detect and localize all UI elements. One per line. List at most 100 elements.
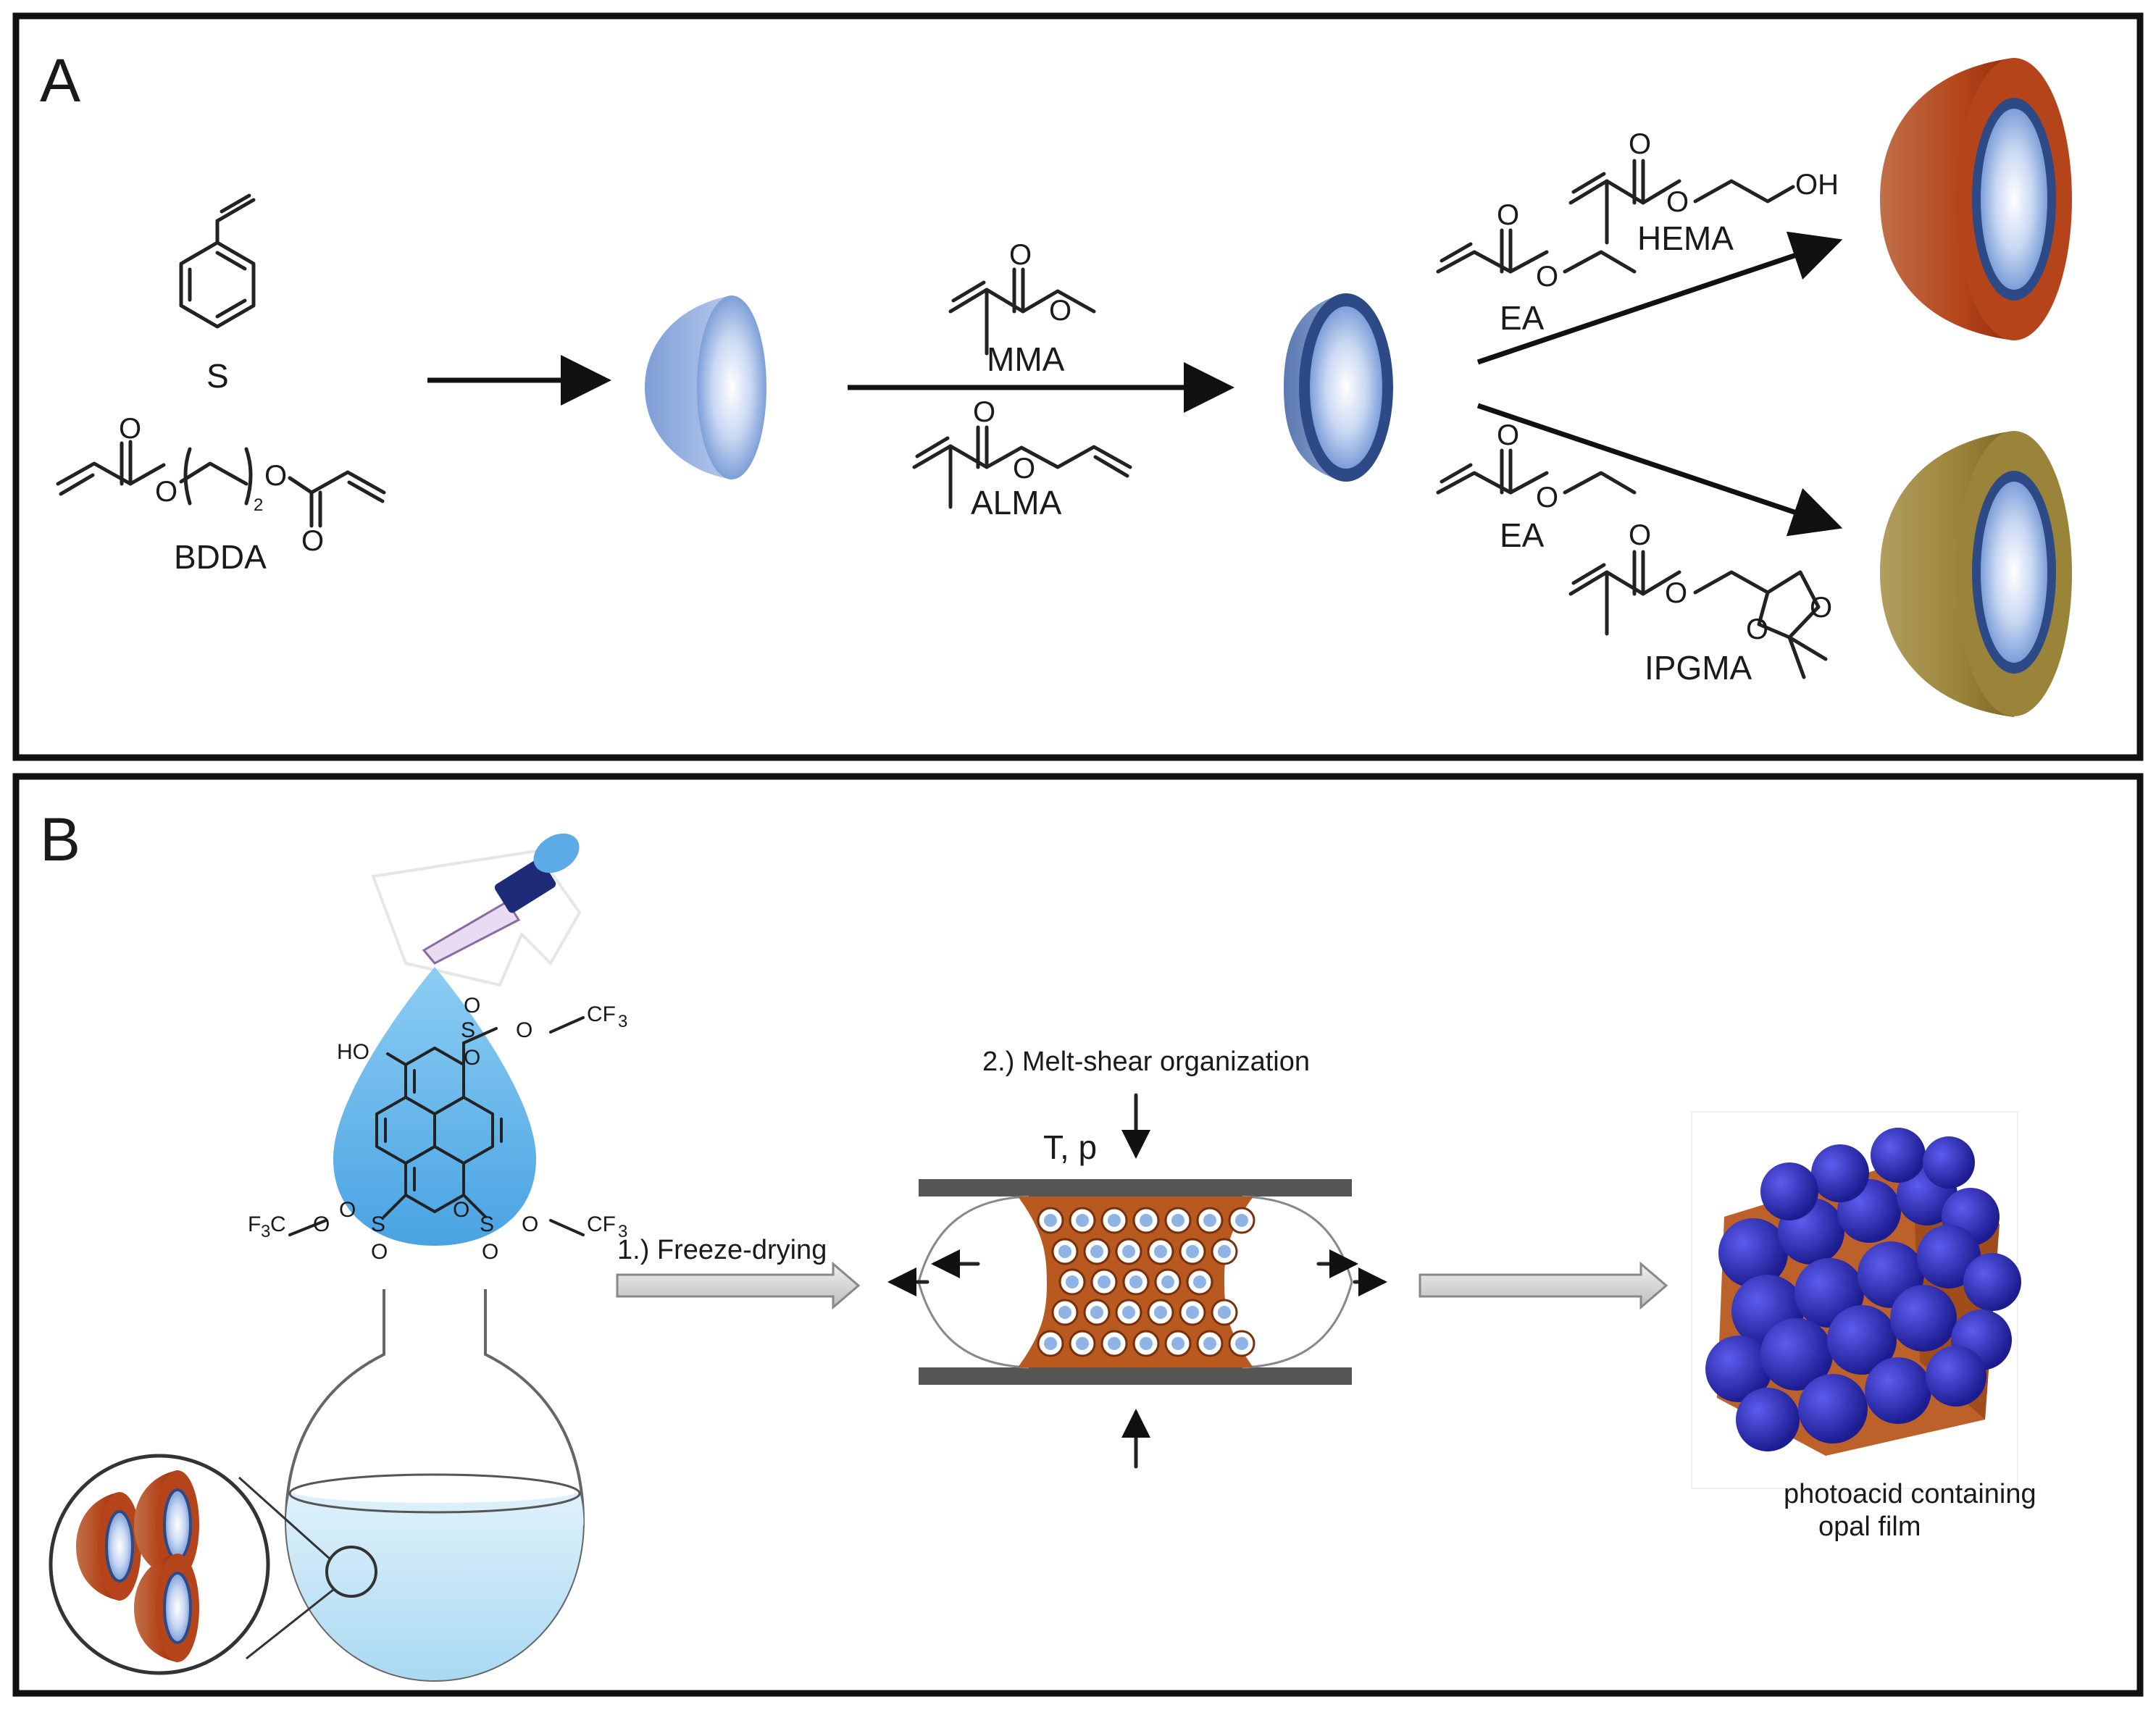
svg-text:O: O	[464, 994, 480, 1018]
svg-text:S: S	[461, 1018, 475, 1042]
opal-film: photoacid containing opal film	[1691, 1111, 2036, 1542]
opal-sphere	[1865, 1357, 1931, 1424]
svg-text:O: O	[1009, 239, 1032, 271]
press-particle	[1164, 1330, 1192, 1357]
step2-label: 2.) Melt-shear organization	[982, 1047, 1310, 1077]
svg-text:O: O	[1536, 482, 1558, 514]
svg-text:CF: CF	[587, 1002, 616, 1026]
arrow-icon	[1418, 1261, 1668, 1310]
press-particle	[1147, 1238, 1174, 1265]
step1-label: 1.) Freeze-drying	[617, 1235, 827, 1265]
press-particle	[1164, 1207, 1192, 1234]
core-interlayer-particle	[1284, 293, 1393, 482]
hema-structure: O O OH HEMA	[1568, 128, 1839, 257]
label-hema: HEMA	[1637, 219, 1734, 257]
product-label-line1: photoacid containing	[1784, 1479, 2036, 1509]
core-shell-particle-olive	[1880, 431, 2072, 717]
press-particle	[1132, 1330, 1160, 1357]
opal-sphere	[1827, 1305, 1897, 1375]
press-plate-icon	[919, 1367, 1352, 1385]
opal-sphere	[1736, 1388, 1800, 1451]
svg-text:O: O	[1810, 592, 1832, 624]
svg-text:O: O	[1497, 419, 1519, 451]
svg-text:O: O	[1746, 613, 1768, 645]
svg-text:2: 2	[254, 495, 263, 515]
label-s: S	[206, 357, 229, 395]
press-particle	[1100, 1330, 1128, 1357]
svg-text:O: O	[264, 460, 287, 492]
magnified-particles	[49, 1454, 270, 1675]
opal-sphere	[1705, 1336, 1772, 1402]
ea-top-structure: O O EA	[1436, 199, 1637, 337]
press-particle	[1069, 1207, 1096, 1234]
label-ipgma: IPGMA	[1645, 649, 1752, 687]
mini-particle	[76, 1492, 141, 1601]
opal-sphere	[1798, 1374, 1868, 1443]
svg-text:O: O	[119, 413, 141, 445]
opal-sphere	[1760, 1162, 1818, 1220]
svg-text:O: O	[313, 1212, 330, 1236]
melt-shear-press	[887, 1179, 1387, 1385]
mini-particle	[134, 1554, 199, 1662]
press-particle	[1196, 1330, 1224, 1357]
panel-b-letter: B	[40, 805, 80, 873]
press-particle	[1115, 1299, 1142, 1326]
press-particle	[1051, 1238, 1079, 1265]
svg-text:O: O	[1049, 295, 1071, 327]
flask-icon	[238, 1289, 585, 1682]
svg-text:O: O	[516, 1018, 532, 1042]
core-shell-particle-orange	[1880, 58, 2072, 340]
mini-particle	[134, 1470, 199, 1579]
press-particle	[1147, 1299, 1174, 1326]
ea-bottom-structure: O O EA	[1436, 419, 1637, 554]
press-particle	[1090, 1268, 1118, 1296]
opal-sphere	[1760, 1318, 1833, 1391]
opal-spheres	[1705, 1128, 2021, 1451]
bdda-structure: O O 2 O O BDDA	[56, 413, 386, 576]
press-particle	[1069, 1330, 1096, 1357]
label-bdda: BDDA	[174, 538, 267, 576]
panel-a: A S O O 2 O O	[12, 12, 2144, 761]
label-mma: MMA	[987, 340, 1065, 378]
press-particle	[1179, 1238, 1206, 1265]
pipette-icon	[422, 833, 580, 965]
press-particle	[1196, 1207, 1224, 1234]
svg-text:3: 3	[618, 1012, 627, 1031]
opal-sphere	[1871, 1128, 1926, 1183]
panel-a-letter: A	[40, 46, 80, 114]
svg-text:F: F	[248, 1212, 261, 1236]
svg-text:O: O	[339, 1198, 356, 1222]
styrene-structure: S	[179, 193, 256, 395]
f3c-left: F 3 C	[248, 1212, 286, 1241]
alma-structure: O O ALMA	[912, 396, 1132, 521]
svg-text:O: O	[1629, 128, 1651, 160]
label-ea-top: EA	[1500, 299, 1545, 337]
panel-b-frame	[12, 773, 2144, 1697]
press-particle	[1186, 1268, 1213, 1296]
press-particle	[1228, 1330, 1255, 1357]
svg-text:O: O	[1536, 261, 1558, 293]
svg-text:O: O	[1666, 186, 1689, 218]
label-ea-bottom: EA	[1500, 516, 1545, 554]
svg-text:O: O	[522, 1212, 538, 1236]
conditions-label: T, p	[1043, 1128, 1097, 1166]
cf3-right: CF 3	[587, 1212, 627, 1241]
svg-text:O: O	[155, 476, 177, 508]
svg-text:O: O	[482, 1240, 498, 1264]
arrow-icon	[616, 1261, 861, 1310]
arrow-icon	[1476, 403, 1843, 537]
photoacid-structure: HO S O O O CF 3 S O O O F 3 C S O O O CF	[248, 994, 627, 1264]
press-particle	[1037, 1330, 1064, 1357]
svg-text:O: O	[1013, 453, 1035, 485]
panel-a-frame	[12, 12, 2144, 761]
svg-text:O: O	[464, 1046, 480, 1070]
svg-text:3: 3	[261, 1222, 270, 1241]
press-particle	[1083, 1299, 1111, 1326]
press-particle	[1211, 1299, 1238, 1326]
ipgma-structure: O O O O IPGMA	[1568, 519, 1832, 687]
press-particles	[1037, 1207, 1255, 1357]
press-plate-icon	[919, 1179, 1352, 1196]
opal-sphere	[1718, 1218, 1788, 1288]
mma-structure: O O MMA	[948, 239, 1096, 378]
